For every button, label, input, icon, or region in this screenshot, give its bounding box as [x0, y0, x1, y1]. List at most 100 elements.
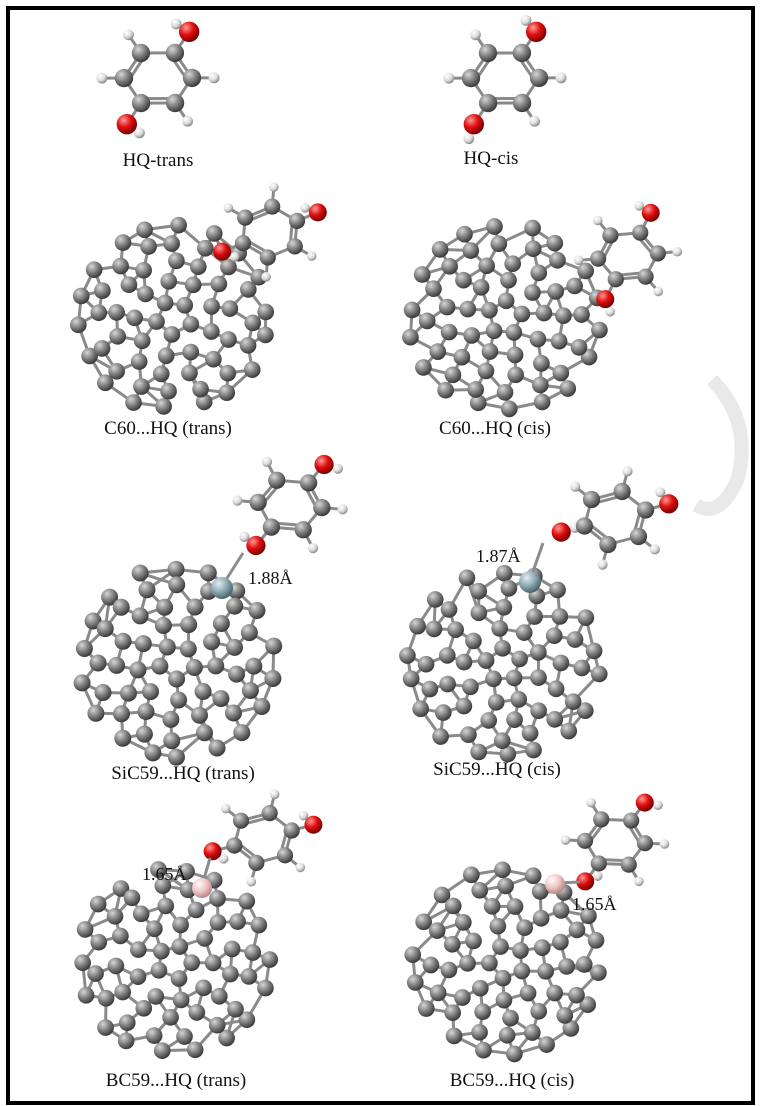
carbon-atom [212, 690, 230, 708]
carbon-atom [458, 569, 476, 587]
carbon-atom [505, 669, 523, 687]
carbon-atom [191, 706, 209, 724]
hydrogen-atom [570, 481, 581, 492]
carbon-atom [238, 892, 256, 910]
carbon-atom [502, 1009, 519, 1027]
carbon-atom [480, 712, 498, 729]
carbon-atom [524, 867, 542, 885]
carbon-atom [494, 969, 512, 987]
carbon-atom [244, 944, 262, 961]
carbon-atom [168, 252, 185, 270]
carbon-atom [221, 300, 239, 317]
carbon-atom [125, 394, 142, 411]
carbon-atom [170, 691, 188, 709]
carbon-atom [135, 725, 153, 743]
carbon-atom [533, 393, 551, 411]
carbon-atom [444, 366, 462, 384]
carbon-atom [313, 498, 331, 517]
carbon-atom [134, 635, 152, 653]
carbon-atom [552, 933, 569, 951]
carbon-atom [465, 932, 482, 950]
carbon-atom [444, 897, 462, 915]
carbon-atom [283, 822, 300, 839]
carbon-atom [406, 974, 424, 991]
carbon-atom [409, 617, 426, 635]
figure-border [6, 6, 755, 1105]
carbon-atom [108, 362, 125, 380]
carbon-atom [208, 1016, 226, 1034]
carbon-atom [294, 521, 312, 539]
carbon-atom [96, 620, 114, 638]
carbon-atom [108, 304, 125, 321]
carbon-atom [94, 282, 111, 300]
carbon-atom [131, 93, 151, 113]
carbon-atom [632, 224, 649, 241]
carbon-atom [171, 938, 189, 955]
carbon-atom [549, 251, 566, 269]
carbon-atom [207, 657, 225, 675]
carbon-atom [417, 1000, 435, 1017]
hydrogen-atom [261, 456, 273, 468]
carbon-atom [576, 702, 594, 719]
carbon-atom [276, 847, 294, 864]
carbon-atom [492, 938, 509, 955]
hydrogen-atom [261, 272, 271, 282]
hydrogen-atom [592, 871, 603, 881]
carbon-atom [564, 693, 582, 710]
carbon-atom [429, 343, 447, 360]
carbon-atom [566, 277, 583, 295]
carbon-atom [135, 261, 152, 279]
carbon-atom [250, 268, 268, 286]
carbon-atom [90, 304, 108, 322]
oxygen-atom [246, 535, 266, 556]
carbon-atom [454, 989, 471, 1006]
carbon-atom [108, 656, 126, 674]
carbon-atom [131, 43, 151, 63]
carbon-atom [138, 581, 156, 599]
hydrogen-atom [649, 544, 660, 555]
hydrogen-atom [218, 854, 229, 864]
hq-on-c60-cis [573, 201, 683, 317]
carbon-atom [114, 632, 132, 650]
carbon-atom [210, 987, 228, 1005]
carbon-atom [478, 257, 496, 275]
carbon-atom [257, 303, 275, 321]
carbon-atom [461, 68, 481, 88]
carbon-atom [470, 743, 487, 761]
hydrogen-atom [653, 800, 663, 811]
carbon-atom [203, 633, 221, 651]
carbon-atom [87, 704, 105, 722]
carbon-atom [467, 381, 485, 398]
carbon-atom [462, 678, 479, 696]
hq-on-sic59-cis [551, 466, 679, 570]
carbon-atom [85, 261, 103, 279]
carbon-atom [562, 1020, 580, 1037]
hydrogen-atom [223, 203, 234, 213]
carbon-atom [106, 908, 124, 925]
carbon-atom [241, 682, 259, 700]
label-bc59-trans: BC59...HQ (trans) [106, 1070, 246, 1091]
carbon-atom [226, 837, 243, 854]
carbon-atom [157, 897, 175, 915]
carbon-atom [129, 968, 147, 985]
carbon-atom [172, 991, 190, 1009]
hydrogen-atom [555, 72, 567, 84]
carbon-atom [264, 670, 282, 688]
carbon-atom [439, 675, 456, 693]
sic59-cage-trans [73, 560, 283, 766]
bc59-cage-trans [74, 861, 279, 1059]
carbon-atom [483, 897, 501, 915]
boron-atom-cis [545, 874, 565, 894]
distance-sic59-cis: 1.87Å [476, 546, 521, 566]
carbon-atom [454, 914, 472, 931]
carbon-atom [158, 638, 176, 656]
carbon-atom [245, 657, 263, 675]
hydrogen-atom [229, 252, 240, 262]
carbon-atom [259, 249, 276, 266]
oxygen-atom [203, 842, 222, 861]
carbon-atom [135, 999, 153, 1017]
carbon-atom [425, 280, 442, 298]
carbon-atom [205, 225, 223, 242]
hydrogen-atom [246, 876, 257, 887]
carbon-atom [182, 343, 200, 361]
